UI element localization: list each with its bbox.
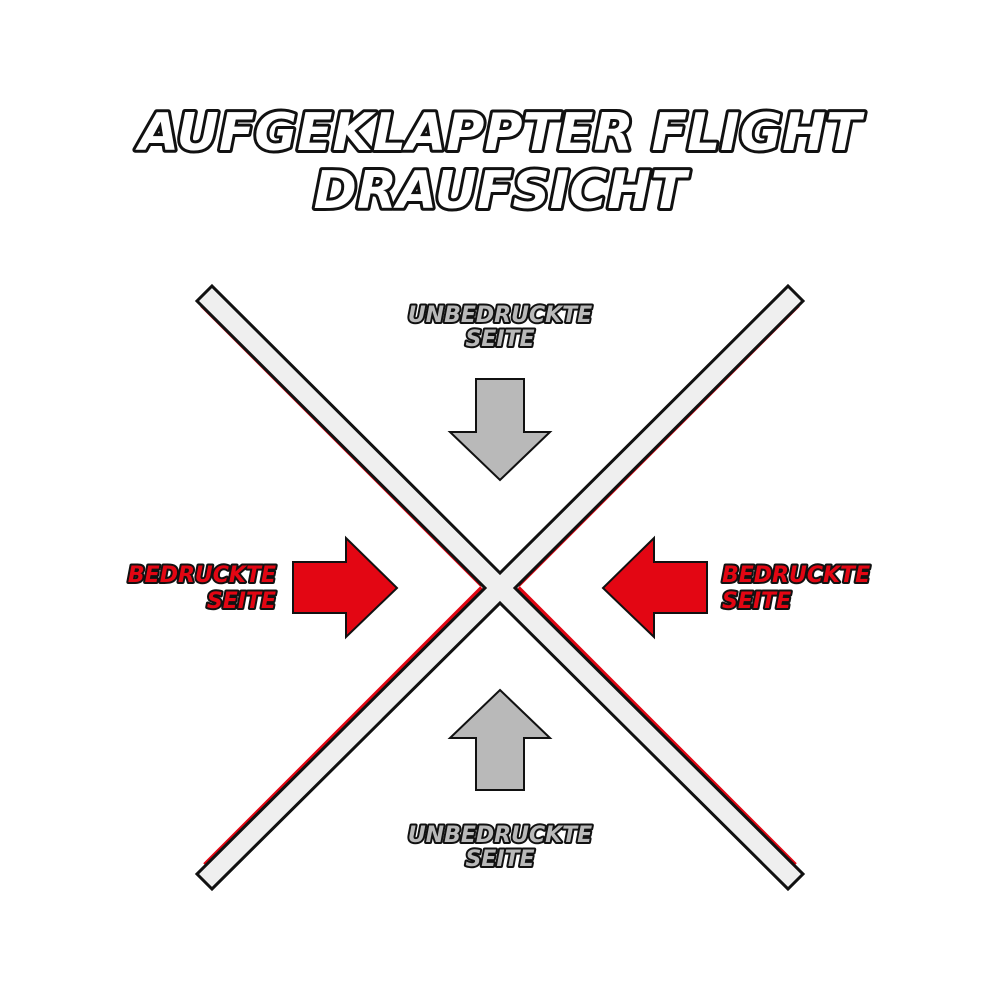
- title-line-1: AUFGEKLAPPTER FLIGHT: [135, 103, 865, 163]
- bottom-indicator: UNBEDRUCKTE SEITE: [406, 688, 594, 874]
- arrow-right-icon: [292, 535, 399, 640]
- right-label-line-1: BEDRUCKTE: [722, 563, 870, 588]
- title: AUFGEKLAPPTER FLIGHT DRAUFSICHT: [132, 100, 868, 224]
- flight-panels: [194, 283, 806, 892]
- right-indicator: BEDRUCKTE SEITE: [601, 535, 872, 640]
- top-label-line-2: SEITE: [465, 327, 534, 352]
- right-label-line-2: SEITE: [722, 589, 791, 614]
- left-label-line-2: SEITE: [207, 589, 276, 614]
- left-label-line-1: BEDRUCKTE: [128, 563, 276, 588]
- title-line-2: DRAUFSICHT: [314, 161, 690, 221]
- left-indicator: BEDRUCKTE SEITE: [126, 535, 399, 640]
- bottom-label-line-1: UNBEDRUCKTE: [408, 823, 592, 848]
- panel-x-shape: [194, 283, 806, 892]
- bottom-label-line-2: SEITE: [465, 847, 534, 872]
- arrow-up-icon: [447, 688, 553, 791]
- arrow-left-icon: [601, 535, 708, 640]
- arrow-down-icon: [447, 378, 553, 482]
- top-label-line-1: UNBEDRUCKTE: [408, 303, 592, 328]
- top-indicator: UNBEDRUCKTE SEITE: [406, 301, 594, 482]
